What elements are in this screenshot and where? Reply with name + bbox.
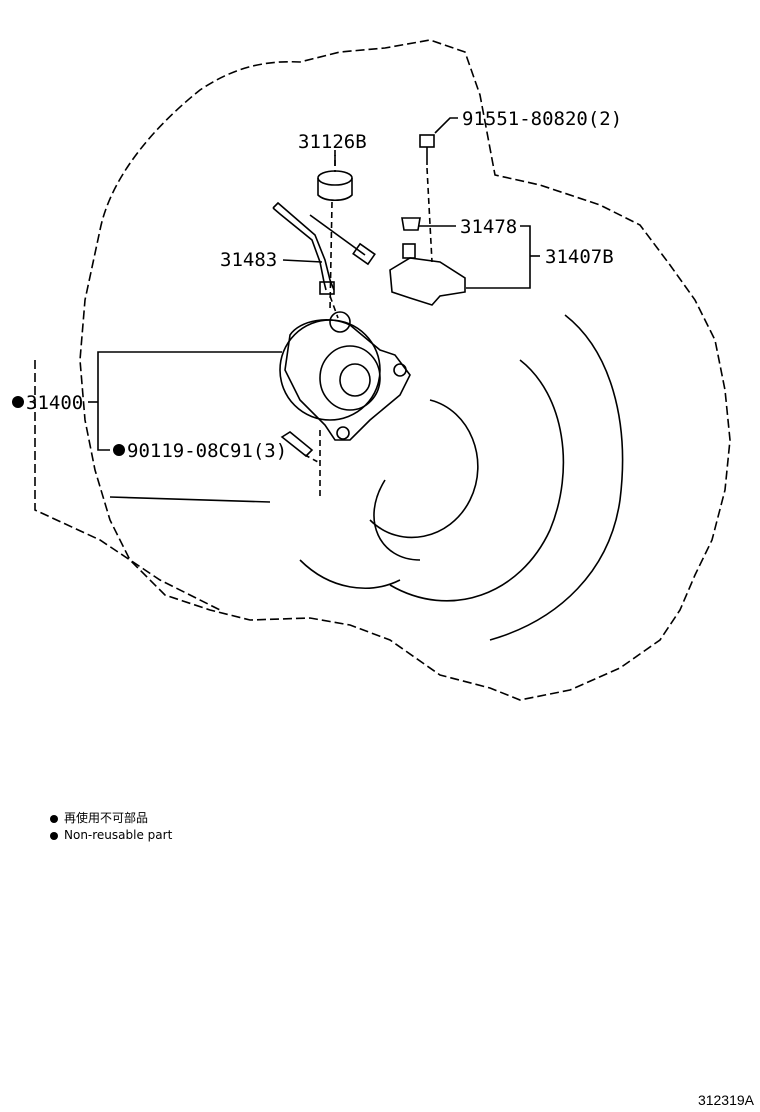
- hose-pipe: [272, 201, 335, 291]
- bell-curve-small: [369, 399, 479, 539]
- legend-dot-icon: [50, 814, 58, 823]
- transmission-housing-outline: [79, 39, 731, 701]
- bearing-flange: [284, 319, 411, 441]
- label-31400: 31400: [26, 392, 83, 414]
- bell-curve-mid: [389, 359, 565, 602]
- leader-31400: [97, 351, 282, 451]
- small-bolt-dash: [304, 454, 319, 463]
- bleeder-cap: [401, 217, 421, 231]
- label-31483: 31483: [220, 249, 277, 271]
- grommet-body: [317, 178, 353, 202]
- bearing-bolt-hole-2: [336, 426, 350, 440]
- non-reusable-marker-31400: [12, 396, 24, 408]
- label-31126b: 31126B: [298, 131, 367, 153]
- legend: 再使用不可部品 Non-reusable part: [50, 810, 172, 844]
- label-90119: 90119-08C91(3): [127, 440, 287, 462]
- legend-row-en: Non-reusable part: [50, 827, 172, 844]
- release-bearing-bore: [339, 363, 371, 397]
- bell-lobe-lower: [299, 559, 401, 589]
- bolt-dash: [426, 167, 433, 263]
- legend-row-jp: 再使用不可部品: [50, 810, 172, 827]
- bearing-port: [329, 311, 351, 333]
- non-reusable-marker-90119: [113, 444, 125, 456]
- bolt-rod-nut: [352, 242, 376, 266]
- grommet-top: [317, 170, 353, 186]
- bell-curve-large: [489, 314, 624, 641]
- label-31478: 31478: [460, 216, 517, 238]
- small-bolt: [280, 431, 314, 458]
- leader-31407b: [466, 225, 531, 289]
- diagram-code: 312319A: [697, 1092, 754, 1108]
- release-bearing-inner: [319, 345, 381, 411]
- bearing-bolt-hole-1: [393, 363, 407, 377]
- bleeder-bracket: [389, 257, 466, 306]
- leader-91551: [434, 117, 458, 134]
- hose-fitting: [319, 281, 335, 295]
- hose-dash: [329, 295, 339, 319]
- label-31407b: 31407B: [545, 246, 614, 268]
- grommet-dash-2: [329, 201, 333, 311]
- bolt-head: [419, 134, 435, 148]
- bracket-nipple: [402, 243, 416, 259]
- housing-left-flange: [34, 360, 221, 611]
- legend-dot-icon: [50, 831, 58, 840]
- leader-31483: [282, 259, 323, 263]
- bolt-rod: [309, 214, 366, 256]
- legend-text-jp: 再使用不可部品: [64, 811, 149, 825]
- bell-lobe-left: [373, 479, 421, 561]
- housing-edge-line: [109, 496, 271, 503]
- legend-text-en: Non-reusable part: [64, 828, 173, 842]
- label-91551: 91551-80820(2): [462, 108, 622, 130]
